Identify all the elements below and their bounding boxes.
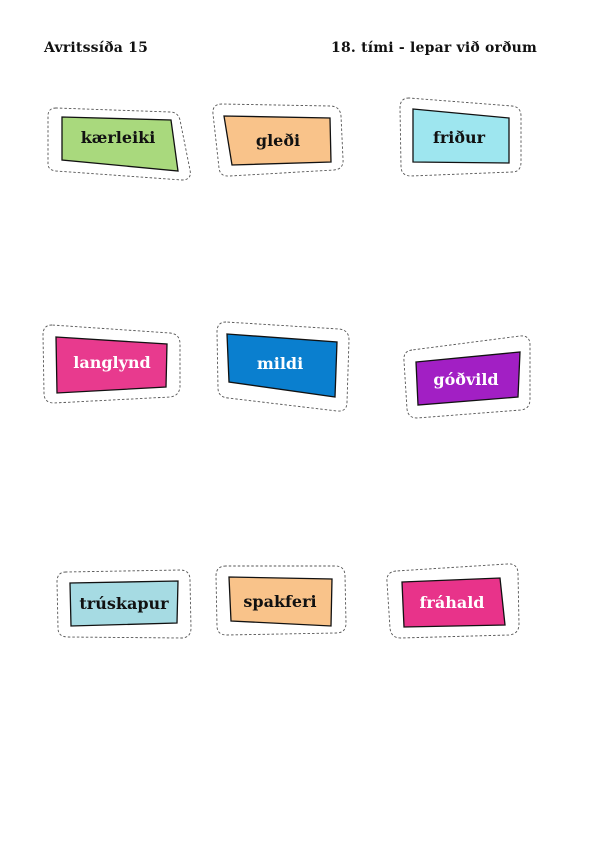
page-title-right: 18. tími - lepar við orðum — [331, 40, 537, 56]
cut-outline — [386, 563, 520, 639]
cut-outline — [212, 103, 344, 177]
word-card[interactable]: gleði — [212, 103, 344, 177]
card-fill — [228, 576, 333, 627]
card-fill — [55, 336, 168, 394]
card-word: friður — [433, 128, 486, 147]
word-card[interactable]: kærleiki — [47, 107, 191, 181]
card-word: trúskapur — [79, 594, 169, 613]
card-fill — [415, 351, 521, 406]
card-word: fráhald — [420, 593, 485, 612]
card-word: mildi — [257, 354, 303, 373]
page-title-left: Avritssíða 15 — [44, 40, 149, 56]
word-card[interactable]: mildi — [216, 321, 350, 412]
card-word: spakferi — [243, 592, 316, 611]
cut-outline — [403, 335, 531, 419]
card-fill — [61, 116, 179, 172]
word-card[interactable]: trúskapur — [56, 569, 192, 639]
word-card[interactable]: langlynd — [42, 324, 181, 404]
cut-outline — [215, 565, 347, 636]
card-word: kærleiki — [81, 128, 156, 147]
cut-outline — [47, 107, 191, 181]
cut-outline — [56, 569, 192, 639]
card-fill — [412, 108, 510, 164]
card-word: góðvild — [433, 370, 498, 389]
word-card[interactable]: góðvild — [403, 335, 531, 419]
word-card[interactable]: friður — [399, 97, 522, 177]
word-card[interactable]: fráhald — [386, 563, 520, 639]
card-fill — [226, 333, 338, 398]
card-word: langlynd — [73, 353, 150, 372]
cut-outline — [399, 97, 522, 177]
card-fill — [223, 115, 332, 166]
card-fill — [69, 580, 179, 627]
card-fill — [401, 577, 506, 628]
cut-outline — [216, 321, 350, 412]
word-card[interactable]: spakferi — [215, 565, 347, 636]
card-word: gleði — [256, 131, 300, 150]
